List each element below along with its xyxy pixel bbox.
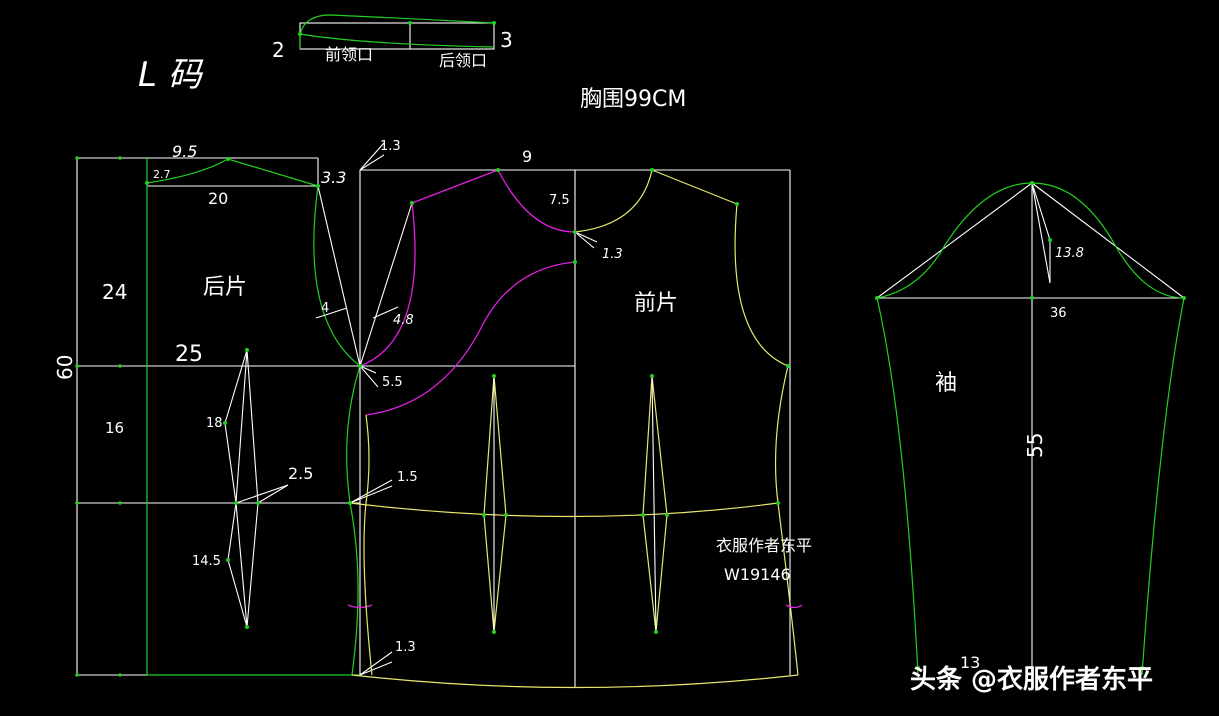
sleeve-m-36: 36 bbox=[1050, 306, 1067, 321]
style-code: W19146 bbox=[724, 565, 791, 584]
back-m-25: 25 bbox=[175, 342, 203, 367]
center-m-4-8: 4.8 bbox=[393, 313, 414, 328]
back-m-4: 4 bbox=[321, 301, 329, 316]
collar-curve-top bbox=[299, 14, 495, 35]
front-m-9: 9 bbox=[522, 147, 532, 166]
front-m-1-3: 1.3 bbox=[602, 247, 623, 262]
back-m-3-3: 3.3 bbox=[321, 168, 346, 187]
front-piece bbox=[348, 168, 803, 689]
collar-point bbox=[298, 32, 302, 36]
front-m-7-5: 7.5 bbox=[549, 193, 570, 208]
chest-label: 胸围99CM bbox=[580, 87, 686, 112]
collar-num-left: 2 bbox=[272, 38, 285, 62]
collar-piece: 2 3 前领口 后领口 bbox=[272, 14, 513, 70]
waist-16: 16 bbox=[105, 419, 124, 437]
center-m-1-3-top: 1.3 bbox=[380, 139, 401, 154]
sleeve-m-13: 13 bbox=[960, 653, 980, 672]
back-neck-label: 后领口 bbox=[439, 51, 487, 70]
front-neck-label: 前领口 bbox=[325, 45, 373, 64]
back-m-14-5: 14.5 bbox=[192, 554, 221, 569]
front-piece-title: 前片 bbox=[634, 291, 678, 316]
back-m-2-7: 2.7 bbox=[153, 168, 171, 181]
back-length-24: 24 bbox=[102, 280, 127, 304]
total-length-60: 60 bbox=[53, 355, 77, 380]
sleeve-m-13-8: 13.8 bbox=[1055, 246, 1084, 261]
facing-curves bbox=[347, 169, 576, 609]
center-m-1-5: 1.5 bbox=[397, 470, 418, 485]
sleeve-piece bbox=[875, 181, 1186, 676]
back-piece-title: 后片 bbox=[203, 275, 247, 300]
watermark: 头条 @衣服作者东平 bbox=[910, 664, 1153, 695]
sleeve-m-55: 55 bbox=[1023, 433, 1047, 458]
back-piece bbox=[145, 157, 361, 676]
collar-point bbox=[408, 21, 412, 25]
center-m-1-3-bottom: 1.3 bbox=[395, 640, 416, 655]
left-dimension-lines bbox=[75, 156, 575, 677]
back-m-20: 20 bbox=[208, 189, 228, 208]
collar-curve-bottom bbox=[299, 33, 495, 48]
back-m-9-5: 9.5 bbox=[172, 142, 197, 161]
collar-point bbox=[492, 21, 496, 25]
collar-num-right: 3 bbox=[500, 28, 513, 52]
center-m-5-5: 5.5 bbox=[382, 375, 403, 390]
front-frame bbox=[349, 142, 791, 688]
size-label: L 码 bbox=[138, 55, 204, 95]
back-m-18: 18 bbox=[206, 416, 223, 431]
author-label: 衣服作者东平 bbox=[716, 536, 812, 555]
sleeve-title: 袖 bbox=[935, 371, 957, 396]
back-m-2-5: 2.5 bbox=[288, 464, 313, 483]
